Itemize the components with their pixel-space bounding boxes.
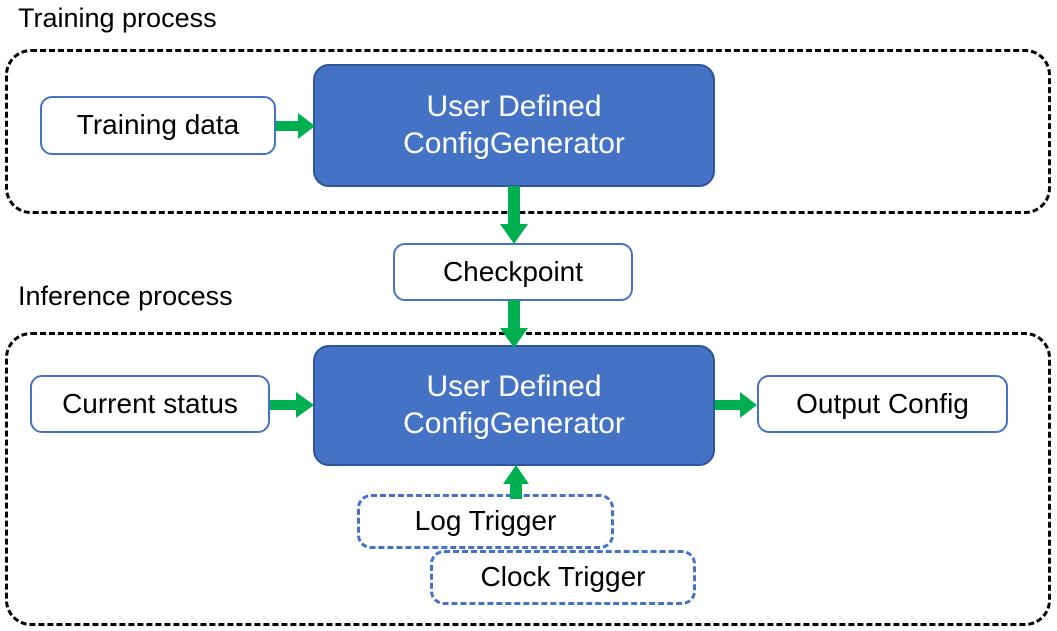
training-process-container bbox=[5, 49, 1051, 214]
node-train-config-generator-line2: ConfigGenerator bbox=[403, 126, 625, 160]
arrow-checkpoint-to-inference-generator bbox=[498, 300, 530, 350]
node-clock-trigger[interactable]: Clock Trigger bbox=[430, 550, 696, 605]
node-checkpoint-label: Checkpoint bbox=[442, 255, 584, 287]
node-current-status[interactable]: Current status bbox=[30, 375, 270, 433]
node-inference-config-generator-line1: User Defined bbox=[426, 369, 602, 403]
node-train-config-generator-label: User Defined ConfigGenerator bbox=[393, 89, 635, 162]
node-log-trigger[interactable]: Log Trigger bbox=[357, 494, 614, 549]
node-checkpoint[interactable]: Checkpoint bbox=[393, 243, 633, 301]
arrow-generator-to-output-config bbox=[715, 389, 759, 421]
node-inference-config-generator-label: User Defined ConfigGenerator bbox=[393, 369, 635, 442]
node-output-config[interactable]: Output Config bbox=[757, 375, 1008, 433]
node-train-config-generator-line1: User Defined bbox=[426, 89, 602, 123]
node-inference-config-generator[interactable]: User Defined ConfigGenerator bbox=[313, 345, 715, 466]
node-training-data-label: Training data bbox=[76, 109, 240, 141]
arrow-current-status-to-generator bbox=[270, 389, 316, 421]
node-log-trigger-label: Log Trigger bbox=[414, 505, 557, 537]
node-output-config-label: Output Config bbox=[796, 387, 969, 419]
arrow-generator-to-checkpoint bbox=[498, 186, 530, 246]
node-inference-config-generator-line2: ConfigGenerator bbox=[403, 406, 625, 440]
section-label-inference: Inference process bbox=[18, 281, 233, 311]
arrow-training-data-to-generator bbox=[276, 110, 316, 142]
node-train-config-generator[interactable]: User Defined ConfigGenerator bbox=[313, 64, 715, 187]
inference-process-container bbox=[5, 332, 1051, 626]
arrow-trigger-to-generator bbox=[500, 465, 532, 499]
node-clock-trigger-label: Clock Trigger bbox=[480, 561, 646, 593]
node-current-status-label: Current status bbox=[62, 387, 238, 419]
section-label-training: Training process bbox=[18, 3, 217, 33]
node-training-data[interactable]: Training data bbox=[40, 96, 276, 155]
